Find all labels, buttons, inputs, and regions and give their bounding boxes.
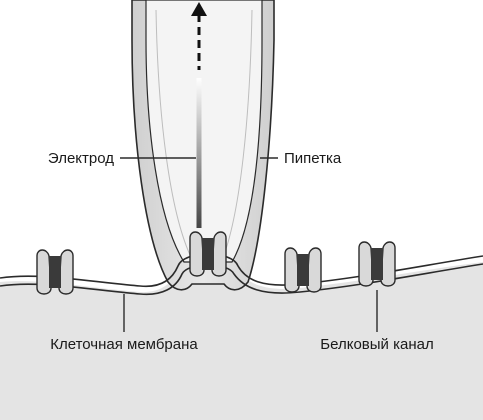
pipette-label: Пипетка — [284, 150, 342, 167]
electrode — [191, 2, 207, 228]
protein-channel — [36, 249, 74, 295]
protein-channel — [358, 241, 396, 287]
membrane-label: Клеточная мембрана — [50, 336, 198, 353]
electrode-label: Электрод — [48, 150, 114, 167]
pipette-inner-lumen — [145, 0, 263, 263]
protein-channel — [284, 247, 322, 293]
pipette — [131, 0, 275, 291]
channel-label: Белковый канал — [320, 336, 433, 353]
cell-body — [0, 262, 483, 420]
protein-channel — [189, 231, 227, 277]
arrow-up-icon — [191, 2, 207, 16]
electrode-wire — [196, 78, 202, 228]
